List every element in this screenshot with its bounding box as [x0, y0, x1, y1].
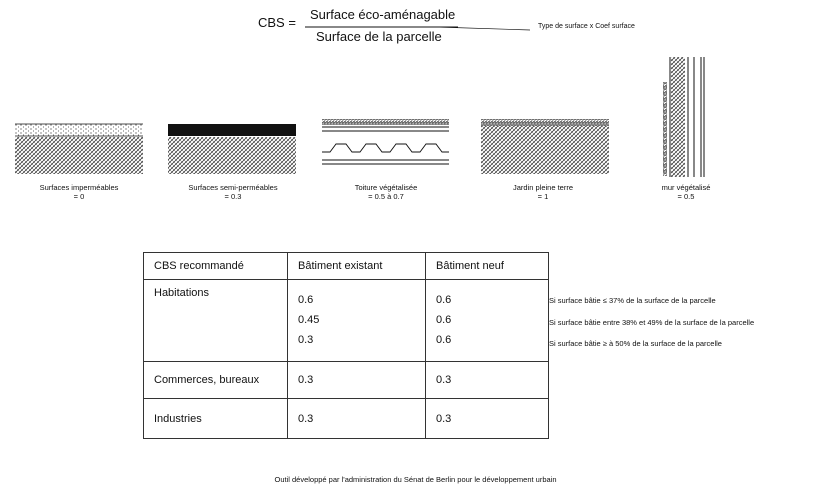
new-values: 0.6 0.6 0.6 [425, 279, 549, 362]
value-cell: 0.6 [298, 294, 314, 306]
surface-label: Toiture végétalisée [354, 183, 418, 192]
value-cell: 0.3 [287, 398, 426, 439]
value-cell: 0.3 [425, 398, 549, 439]
condition-note: Si surface bâtie entre 38% et 49% de la … [549, 318, 755, 327]
surface-label: Surfaces imperméables [39, 183, 119, 192]
footer-credit: Outil développé par l'administration du … [274, 475, 557, 484]
surface-value: = 0.5 [677, 192, 695, 201]
surface-value: = 0 [73, 192, 85, 201]
formula-lhs: CBS = [258, 15, 296, 30]
existing-values: 0.6 0.45 0.3 [287, 279, 426, 362]
surface-value: = 0.5 à 0.7 [368, 192, 404, 201]
row-label: Habitations [143, 279, 288, 362]
surface-caption: Toiture végétalisée = 0.5 à 0.7 [316, 183, 456, 201]
garden-figure [481, 119, 609, 174]
value-cell: 0.3 [425, 361, 549, 399]
surface-value: = 1 [537, 192, 549, 201]
value-cell: 0.3 [287, 361, 426, 399]
row-label: Industries [143, 398, 288, 439]
cbs-table: CBS recommandé Bâtiment existant Bâtimen… [143, 252, 549, 439]
formula-numerator: Surface éco-aménagable [310, 7, 456, 22]
value-cell: 0.3 [298, 334, 314, 346]
surface-caption: Jardin pleine terre = 1 [473, 183, 613, 201]
table-header-cell: Bâtiment neuf [425, 252, 549, 280]
row-label: Commerces, bureaux [143, 361, 288, 399]
surface-label: Jardin pleine terre [512, 183, 574, 192]
table-header-row: CBS recommandé Bâtiment existant Bâtimen… [143, 252, 549, 280]
impermeable-surface-figure [15, 123, 143, 174]
surface-label: Surfaces semi-perméables [188, 183, 278, 192]
value-cell: 0.45 [298, 314, 320, 326]
condition-note: Si surface bâtie ≤ 37% de la surface de … [549, 296, 716, 305]
table-header-cell: Bâtiment existant [287, 252, 426, 280]
condition-note: Si surface bâtie ≥ à 50% de la surface d… [549, 339, 722, 348]
table-row: Habitations 0.6 0.45 0.3 0.6 0.6 0.6 [143, 279, 549, 362]
formula-note: Type de surface x Coef surface [538, 23, 635, 30]
formula-denominator: Surface de la parcelle [316, 29, 442, 44]
green-wall-figure [663, 57, 705, 177]
surface-value: = 0.3 [224, 192, 242, 201]
semi-permeable-surface-figure [168, 124, 296, 174]
surface-label: mur végétalisé [661, 183, 711, 192]
table-row: Commerces, bureaux 0.3 0.3 [143, 361, 549, 399]
value-cell: 0.6 [436, 314, 452, 326]
surface-caption: Surfaces semi-perméables = 0.3 [163, 183, 303, 201]
leader-line [435, 26, 531, 31]
surface-caption: mur végétalisé = 0.5 [616, 183, 756, 201]
value-cell: 0.6 [436, 334, 452, 346]
green-roof-figure [322, 119, 449, 165]
surface-caption: Surfaces imperméables = 0 [9, 183, 149, 201]
table-header-cell: CBS recommandé [143, 252, 288, 280]
value-cell: 0.6 [436, 294, 452, 306]
table-row: Industries 0.3 0.3 [143, 398, 549, 439]
